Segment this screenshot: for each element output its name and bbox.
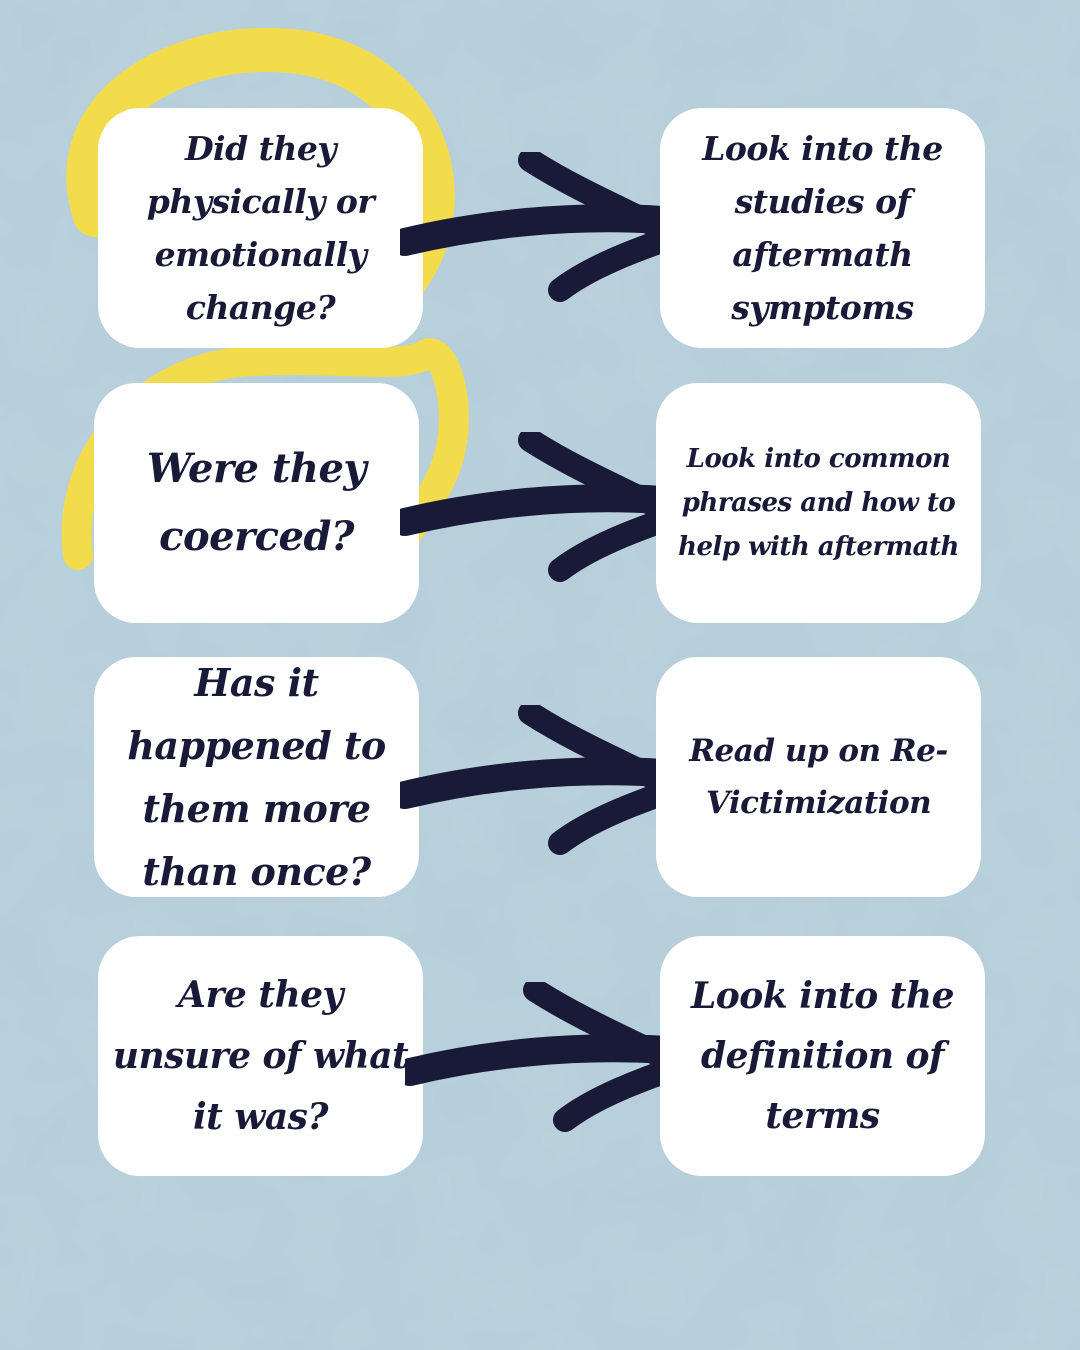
answer-text-4: Look into the definition of terms [690,975,955,1137]
answer-box-1: Look into the studies of aftermath sympt… [660,108,985,348]
question-text-1: Did they physically or emotionally chang… [146,129,375,327]
answer-text-2: Look into common phrases and how to help… [678,444,959,562]
brush-arrow-right-icon [405,982,693,1132]
question-text-2: Were they coerced? [146,445,367,560]
question-box-4: Are they unsure of what it was? [98,936,423,1176]
answer-box-4: Look into the definition of terms [660,936,985,1176]
brush-arrow-right-icon [400,152,688,302]
question-text-3: Has it happened to them more than once? [127,660,386,894]
answer-box-2: Look into common phrases and how to help… [656,383,981,623]
answer-box-3: Read up on Re-Victimization [656,657,981,897]
question-box-1: Did they physically or emotionally chang… [98,108,423,348]
brush-arrow-right-icon [400,705,688,855]
answer-text-1: Look into the studies of aftermath sympt… [702,129,943,327]
answer-text-3: Read up on Re-Victimization [689,733,948,821]
question-box-2: Were they coerced? [94,383,419,623]
question-text-4: Are they unsure of what it was? [112,973,409,1138]
question-box-3: Has it happened to them more than once? [94,657,419,897]
brush-arrow-right-icon [400,432,688,582]
